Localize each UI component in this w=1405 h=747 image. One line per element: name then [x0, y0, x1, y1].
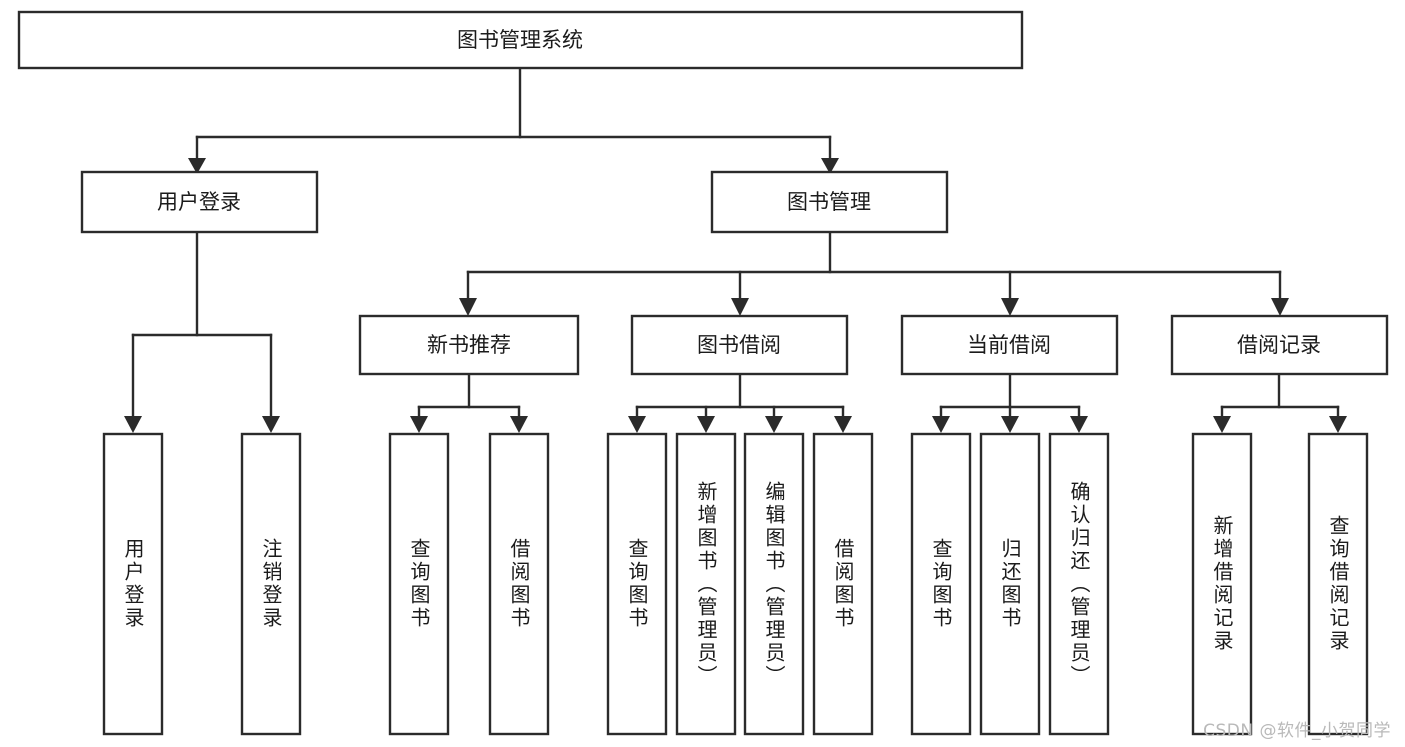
connector-group-book-manage: [459, 230, 1289, 316]
node-leaf-borrow-book-1[interactable]: [488, 432, 550, 736]
arrowhead-current-borrow: [1001, 298, 1019, 316]
arrowhead-leaf-query-book-2: [628, 416, 646, 433]
node-borrow-record-label: 借阅记录: [1237, 333, 1321, 357]
node-leaf-confirm-return[interactable]: [1048, 432, 1110, 736]
node-user-login[interactable]: [80, 170, 319, 234]
node-leaf-user-login[interactable]: [102, 432, 164, 736]
arrowhead-borrow-record: [1271, 298, 1289, 316]
node-book-manage-label: 图书管理: [787, 190, 871, 214]
connector-group-borrow-record: [1213, 372, 1347, 433]
node-root[interactable]: [17, 10, 1024, 70]
arrowhead-leaf-query-book-1: [410, 416, 428, 433]
arrowhead-user-login: [188, 158, 206, 174]
node-current-borrow[interactable]: [900, 314, 1119, 376]
connector-group-book-borrow: [628, 372, 852, 433]
node-leaf-query-record[interactable]: [1307, 432, 1369, 736]
node-leaf-query-book-3[interactable]: [910, 432, 972, 736]
csdn-watermark: CSDN @软件_小贺同学: [1203, 721, 1391, 741]
node-leaf-edit-book[interactable]: [743, 432, 805, 736]
arrowhead-leaf-query-book-3: [932, 416, 950, 433]
node-new-book-rec-label: 新书推荐: [427, 333, 511, 357]
node-leaf-borrow-book-2[interactable]: [812, 432, 874, 736]
node-root-label: 图书管理系统: [457, 28, 583, 52]
node-new-book-rec[interactable]: [358, 314, 580, 376]
node-leaf-add-book[interactable]: [675, 432, 737, 736]
arrowhead-book-borrow: [731, 298, 749, 316]
arrowhead-book-manage: [821, 158, 839, 174]
connector-group-new-book-rec: [410, 372, 528, 433]
node-book-manage[interactable]: [710, 170, 949, 234]
arrowhead-leaf-confirm-return: [1070, 416, 1088, 433]
arrowhead-leaf-add-record: [1213, 416, 1231, 433]
node-book-borrow[interactable]: [630, 314, 849, 376]
arrowhead-leaf-logout: [262, 416, 280, 433]
node-borrow-record[interactable]: [1170, 314, 1389, 376]
node-leaf-return-book[interactable]: [979, 432, 1041, 736]
node-leaf-logout[interactable]: [240, 432, 302, 736]
arrowhead-leaf-borrow-book-1: [510, 416, 528, 433]
node-leaf-query-book-2[interactable]: [606, 432, 668, 736]
arrowhead-leaf-user-login: [124, 416, 142, 433]
node-leaf-add-record[interactable]: [1191, 432, 1253, 736]
arrowhead-leaf-edit-book: [765, 416, 783, 433]
arrowhead-leaf-borrow-book-2: [834, 416, 852, 433]
node-book-borrow-label: 图书借阅: [697, 333, 781, 357]
connector-group-root: [188, 66, 839, 174]
arrowhead-leaf-add-book: [697, 416, 715, 433]
node-leaf-query-book-1[interactable]: [388, 432, 450, 736]
arrowhead-new-book-rec: [459, 298, 477, 316]
arrowhead-leaf-query-record: [1329, 416, 1347, 433]
connector-group-current-borrow: [932, 372, 1088, 433]
node-current-borrow-label: 当前借阅: [967, 333, 1051, 357]
node-user-login-label: 用户登录: [157, 190, 241, 214]
arrowhead-leaf-return-book: [1001, 416, 1019, 433]
connector-group-user-login: [124, 230, 280, 433]
